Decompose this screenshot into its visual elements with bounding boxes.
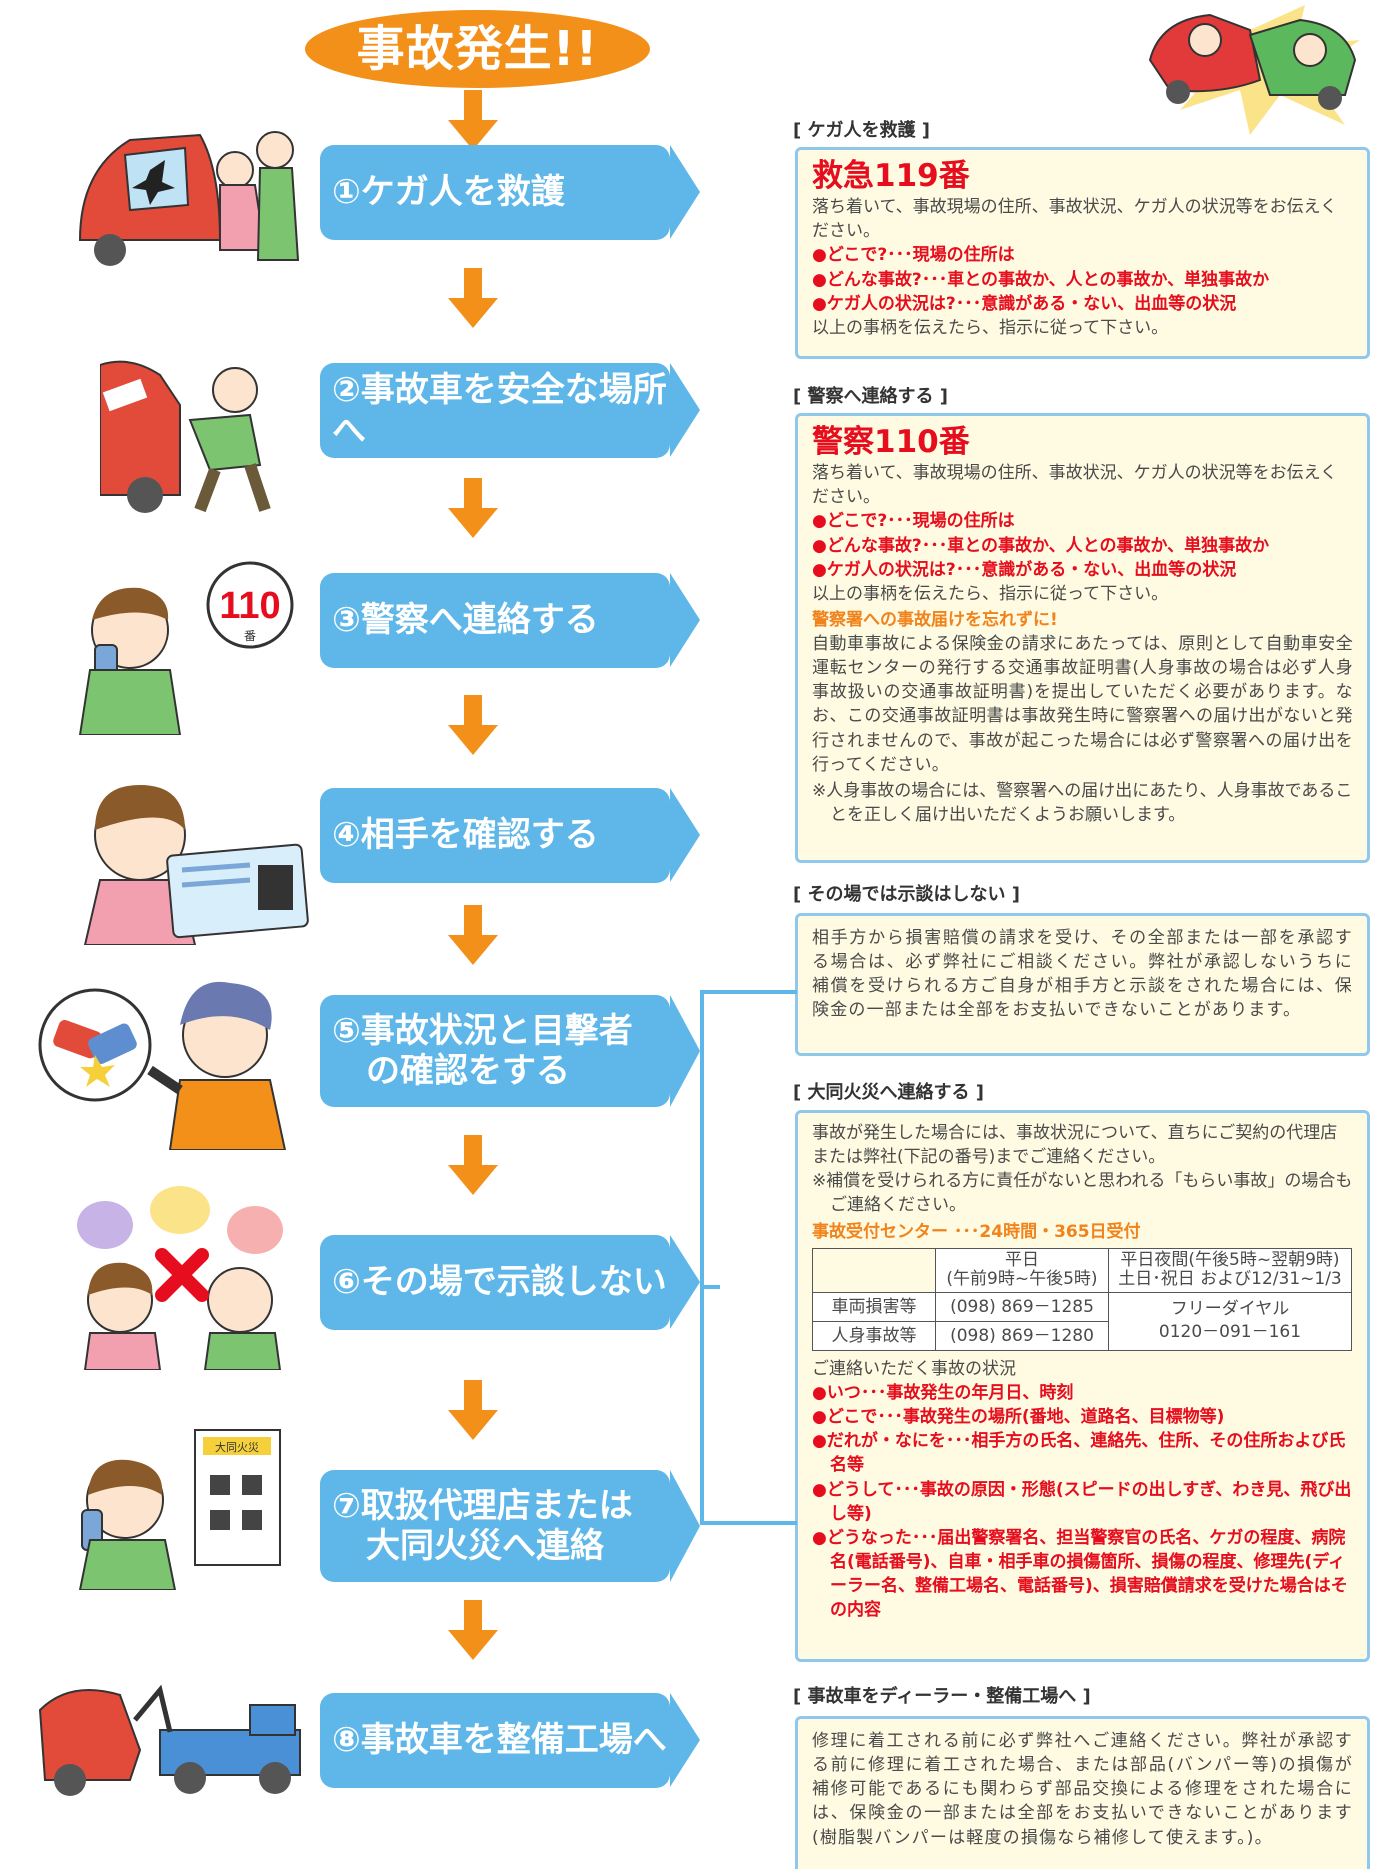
flow-arrow-icon [448,1380,498,1440]
step-3-call-police: ③警察へ連絡する [320,573,700,668]
list-item: ●ケガ人の状況は?･･･意識がある・ない、出血等の状況 [812,293,1237,314]
car-crash-illustration [1148,5,1360,135]
connector-line [700,1285,720,1289]
flow-arrow-icon [448,905,498,965]
police-heading: [ 警察へ連絡する ] [793,386,948,407]
phone-table: 平日(午前9時~午後5時) 平日夜間(午後5時~翌朝9時)土日･祝日 および12… [812,1247,1352,1351]
flow-arrow-icon [448,90,498,150]
building-sign-text: 大同火災 [215,1440,259,1454]
flow-arrow-icon [448,1600,498,1660]
step-7-contact-agent: ⑦取扱代理店または大同火災へ連絡 [320,1470,700,1582]
list-item: ●いつ･･･事故発生の年月日、時刻 [812,1383,1074,1404]
list-item: ●どこで?･･･現場の住所は [812,511,1015,532]
page-title: 事故発生!! [305,10,650,88]
contact-agent-illustration: 大同火災 [78,1429,281,1590]
list-item: ●ケガ人の状況は?･･･意識がある・ない、出血等の状況 [812,559,1237,580]
no-settle-heading: [ その場では示談はしない ] [793,884,1020,905]
connector-line [700,1290,797,1525]
list-item: ●だれが・なにを･･･相手方の氏名、連絡先、住所、その住所および氏名等 [812,1431,1346,1476]
connector-line [700,990,797,1290]
flow-arrow-icon [448,1135,498,1195]
step-4-confirm-other-party: ④相手を確認する [320,788,700,883]
contact-heading: [ 大同火災へ連絡する ] [793,1082,984,1103]
list-item: ●どこで･･･事故発生の場所(番地、道路名、目標物等) [812,1407,1225,1428]
phone-call-illustration: 110 番 [78,561,294,735]
svg-text:番: 番 [244,629,256,643]
license-check-illustration [83,785,309,945]
flow-arrow-icon [448,268,498,328]
push-car-illustration [100,360,271,513]
list-item: ●どんな事故?･･･車との事故か、人との事故か、単独事故か [812,535,1270,556]
list-item: ●どうして･･･事故の原因・形態(スピードの出しすぎ、わき見、飛び出し等) [812,1479,1352,1524]
flow-arrow-icon [448,478,498,538]
list-item: ●どこで?･･･現場の住所は [812,245,1015,266]
badge-110-text: 110 [219,585,280,627]
ambulance-number: 救急119番 [812,158,970,194]
step-6-no-settlement: ⑥その場で示談しない [320,1235,700,1330]
rescue-box: 救急119番 落ち着いて、事故現場の住所、事故状況、ケガ人の状況等をお伝えくださ… [795,147,1370,359]
repair-box: 修理に着工される前に必ず弊社へご連絡ください。弊社が承認する前に修理に着工された… [795,1716,1370,1869]
vehicle-damage-phone[interactable]: (098) 869－1285 [935,1291,1109,1322]
police-number: 警察110番 [812,424,970,460]
contact-box: 事故が発生した場合には、事故状況について、直ちにご契約の代理店または弊社(下記の… [795,1110,1370,1662]
list-item: ●どうなった･･･届出警察署名、担当警察官の氏名、ケガの程度、病院名(電話番号)… [812,1527,1348,1621]
step-8-repair-shop: ⑧事故車を整備工場へ [320,1693,700,1788]
rescue-heading: [ ケガ人を救護 ] [793,120,930,141]
police-box: 警察110番 落ち着いて、事故現場の住所、事故状況、ケガ人の状況等をお伝えくださ… [795,413,1370,863]
tow-truck-illustration [38,1684,301,1796]
no-settlement-illustration [77,1186,283,1370]
list-item: ●どんな事故?･･･車との事故か、人との事故か、単独事故か [812,269,1270,290]
flow-arrow-icon [448,695,498,755]
witness-illustration [38,981,287,1150]
step-1-rescue: ①ケガ人を救護 [320,145,700,240]
repair-heading: [ 事故車をディーラー・整備工場へ ] [793,1686,1091,1707]
rescue-illustration [78,131,300,266]
no-settle-box: 相手方から損害賠償の請求を受け、その全部または一部を承認する場合は、必ず弊社にご… [795,913,1370,1056]
step-2-move-car: ②事故車を安全な場所へ [320,363,700,458]
free-dial-number[interactable]: 0120－091－161 [1158,1322,1302,1343]
injury-phone[interactable]: (098) 869－1280 [935,1320,1109,1351]
step-5-check-situation: ⑤事故状況と目撃者の確認をする [320,995,700,1107]
